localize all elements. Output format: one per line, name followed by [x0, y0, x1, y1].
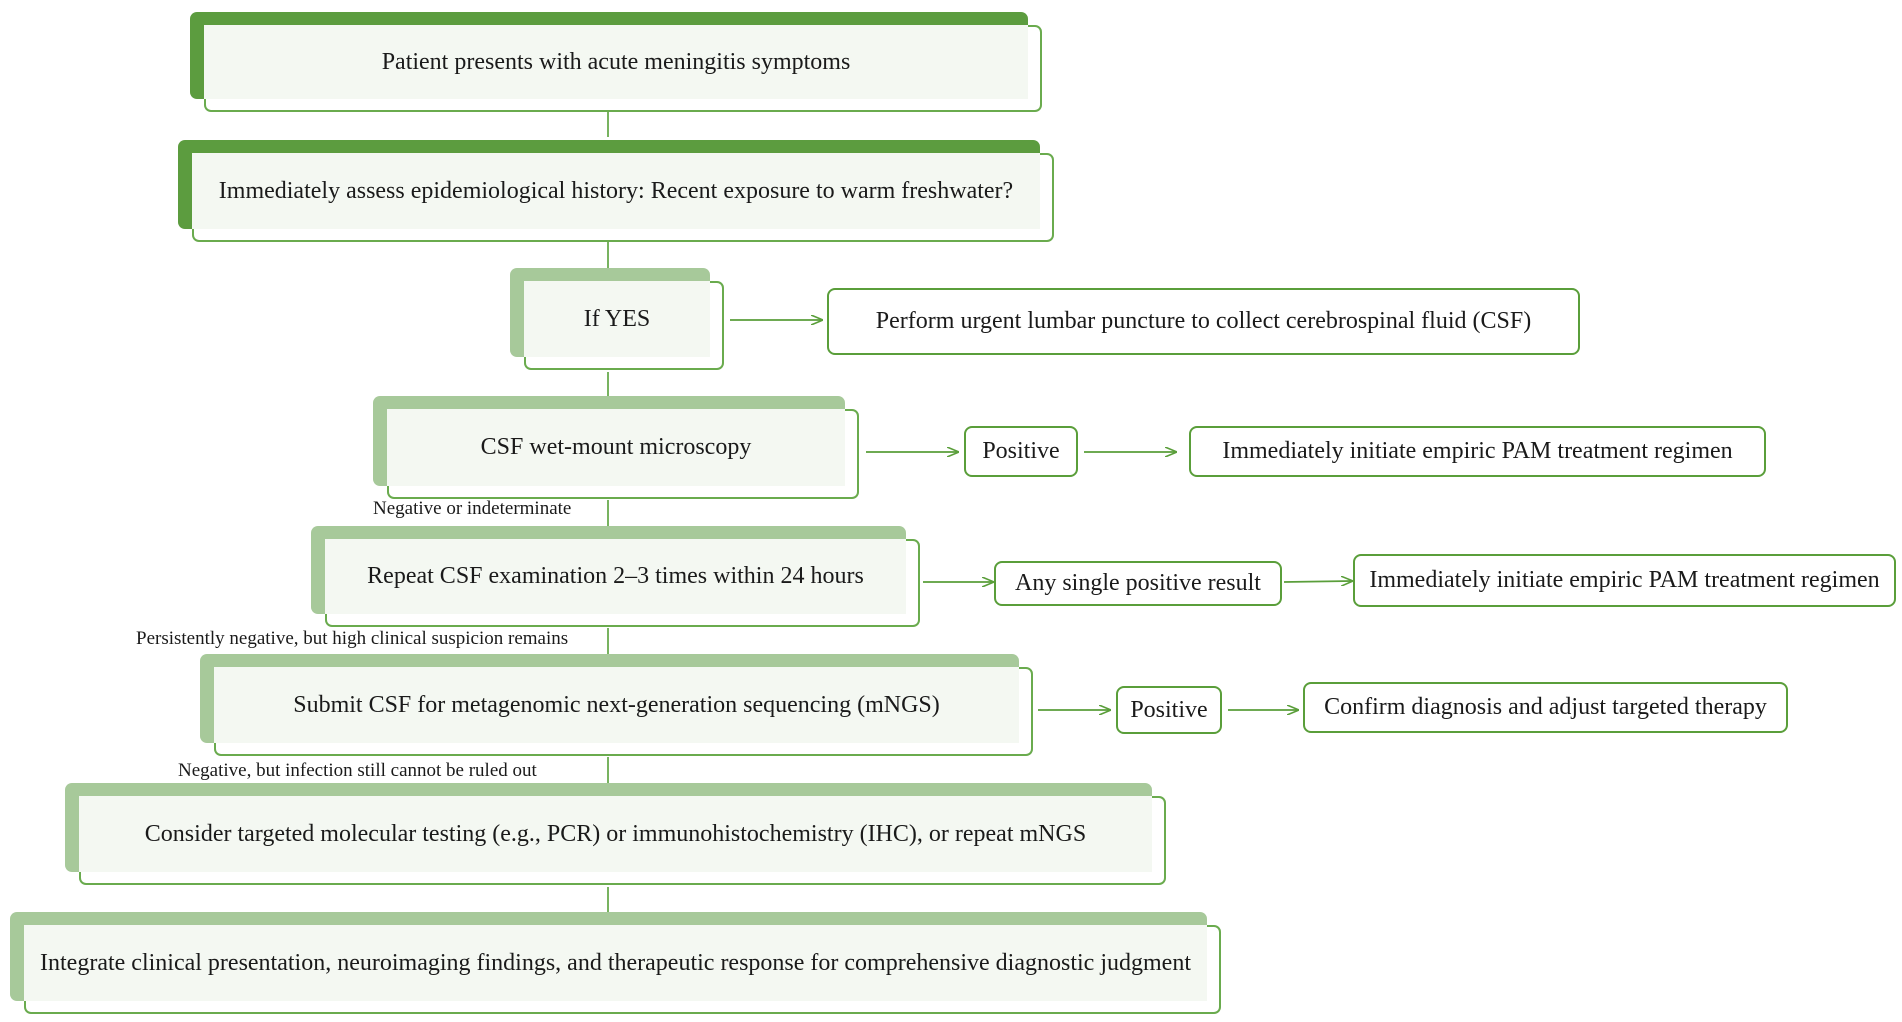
step-mngs: Submit CSF for metagenomic next-generati…: [200, 654, 1033, 756]
step-targeted-testing-label: Consider targeted molecular testing (e.g…: [79, 796, 1152, 872]
box-repeat-positive: Any single positive result: [994, 561, 1282, 606]
step-microscopy: CSF wet-mount microscopy: [373, 396, 859, 499]
step-repeat-csf-label: Repeat CSF examination 2–3 times within …: [325, 539, 906, 614]
step-repeat-csf: Repeat CSF examination 2–3 times within …: [311, 526, 920, 627]
box-mngs-positive: Positive: [1116, 686, 1222, 734]
box-microscopy-action: Immediately initiate empiric PAM treatme…: [1189, 426, 1766, 477]
step-targeted-testing: Consider targeted molecular testing (e.g…: [65, 783, 1166, 885]
label-repeat-negative: Persistently negative, but high clinical…: [136, 628, 569, 649]
step-integrate-label: Integrate clinical presentation, neuroim…: [24, 925, 1207, 1001]
step-integrate: Integrate clinical presentation, neuroim…: [10, 912, 1221, 1014]
step-epidemiology-label: Immediately assess epidemiological histo…: [192, 153, 1040, 229]
box-repeat-action: Immediately initiate empiric PAM treatme…: [1353, 554, 1896, 607]
step-if-yes-label: If YES: [524, 281, 710, 357]
box-mngs-action: Confirm diagnosis and adjust targeted th…: [1303, 682, 1788, 733]
step-epidemiology: Immediately assess epidemiological histo…: [178, 140, 1054, 242]
box-lumbar-puncture: Perform urgent lumbar puncture to collec…: [827, 288, 1580, 355]
step-symptoms-label: Patient presents with acute meningitis s…: [204, 25, 1028, 99]
step-microscopy-label: CSF wet-mount microscopy: [387, 409, 845, 486]
step-symptoms: Patient presents with acute meningitis s…: [190, 12, 1042, 112]
step-if-yes: If YES: [510, 268, 724, 370]
label-mngs-negative: Negative, but infection still cannot be …: [178, 760, 537, 781]
arrow: [1283, 581, 1352, 582]
step-mngs-label: Submit CSF for metagenomic next-generati…: [214, 667, 1019, 743]
box-microscopy-positive: Positive: [964, 426, 1078, 477]
label-microscopy-negative: Negative or indeterminate: [373, 498, 572, 519]
